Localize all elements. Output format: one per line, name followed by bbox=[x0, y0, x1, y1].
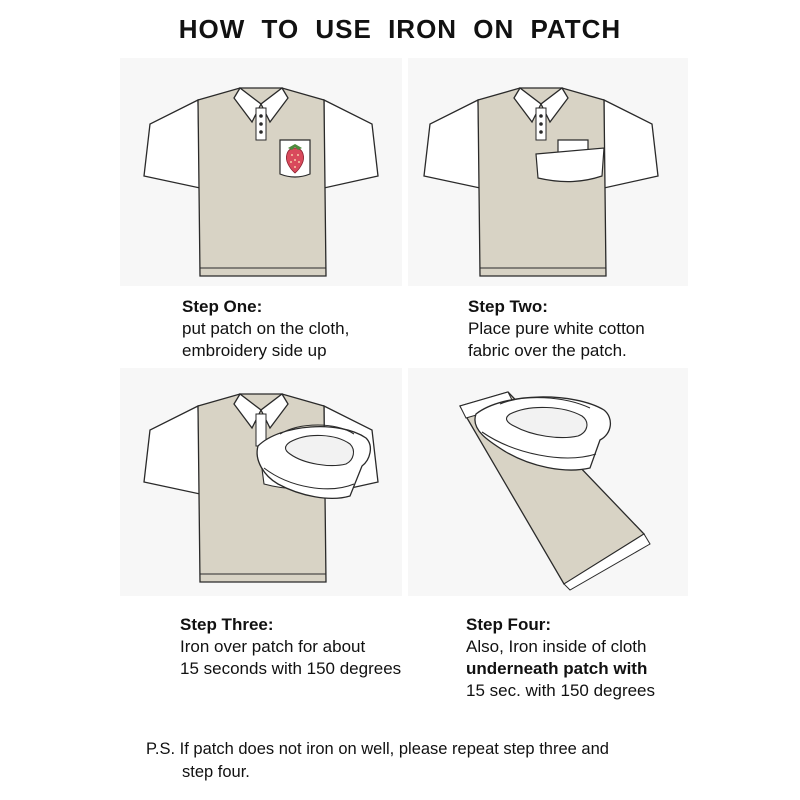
step-four-text: Step Four: Also, Iron inside of cloth un… bbox=[466, 614, 655, 702]
step-line: 15 sec. with 150 degrees bbox=[466, 681, 656, 700]
step-line: embroidery side up bbox=[182, 341, 327, 360]
step-heading: Step Four: bbox=[466, 615, 551, 634]
step-line: fabric over the patch. bbox=[468, 341, 627, 360]
ps-line-2: step four. bbox=[182, 763, 250, 781]
cotton-cloth-icon bbox=[535, 147, 605, 183]
step-one-text: Step One: put patch on the cloth, embroi… bbox=[182, 296, 349, 362]
step-three-text: Step Three: Iron over patch for about 15… bbox=[180, 614, 401, 680]
step-one-illustration bbox=[143, 87, 379, 277]
step-line: Iron over patch for about bbox=[180, 637, 366, 656]
step-heading: Step Three: bbox=[180, 615, 274, 634]
ps-line-1: P.S. If patch does not iron on well, ple… bbox=[146, 740, 609, 758]
polo-shirt-icon bbox=[143, 87, 379, 277]
step-line: underneath patch with bbox=[466, 659, 648, 678]
ps-note: P.S. If patch does not iron on well, ple… bbox=[146, 738, 609, 784]
polo-shirt-icon bbox=[423, 87, 659, 277]
iron-icon bbox=[256, 424, 372, 499]
step-line: 15 seconds with 150 degrees bbox=[180, 659, 402, 678]
step-line: Place pure white cotton bbox=[468, 319, 645, 338]
step-heading: Step Two: bbox=[468, 297, 548, 316]
step-three-illustration bbox=[143, 393, 379, 583]
iron-icon bbox=[474, 396, 611, 471]
step-line: put patch on the cloth, bbox=[182, 319, 350, 338]
step-two-text: Step Two: Place pure white cotton fabric… bbox=[468, 296, 645, 362]
step-heading: Step One: bbox=[182, 297, 263, 316]
step-two-illustration bbox=[423, 87, 659, 277]
page-title: HOW TO USE IRON ON PATCH bbox=[178, 14, 622, 44]
strawberry-patch-icon bbox=[286, 144, 304, 174]
step-line: Also, Iron inside of cloth bbox=[466, 637, 647, 656]
step-four-illustration bbox=[459, 391, 651, 591]
